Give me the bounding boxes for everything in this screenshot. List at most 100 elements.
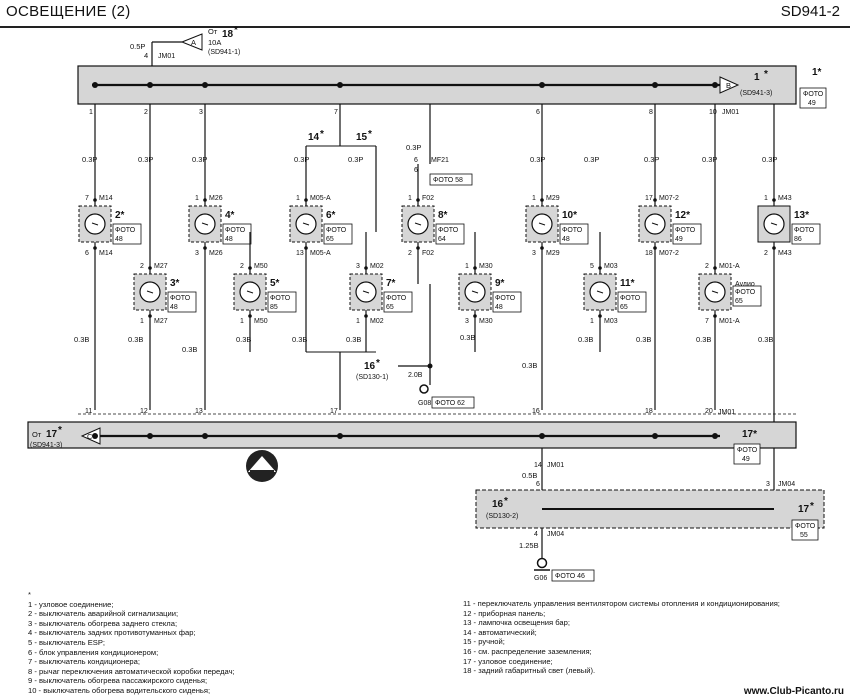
terminal-dot [416, 198, 420, 202]
pin-label: 1 [296, 195, 300, 202]
connector-label: M50 [254, 318, 268, 325]
terminal-dot [304, 246, 308, 250]
junction-dot [202, 433, 208, 439]
pin-label: 3 [532, 250, 536, 257]
legend-item: 13 - лампочка освещения бар; [463, 618, 570, 628]
connector-label: F02 [422, 195, 434, 202]
terminal-dot [473, 266, 477, 270]
terminal-dot [148, 266, 152, 270]
terminal-dot [653, 246, 657, 250]
terminal-dot [203, 246, 207, 250]
svg-text:G08: G08 [418, 400, 431, 407]
wire-label: 0.3B [636, 335, 651, 344]
pin-label: 1 [356, 318, 360, 325]
wire-label: 0.3B [346, 335, 361, 344]
wire-label: 0.3P [584, 155, 599, 164]
pin-label: 6 [536, 109, 540, 116]
pin-label: 7 [85, 195, 89, 202]
brand-logo [246, 450, 278, 482]
flag-b [719, 76, 740, 94]
splice-labels: 14* 15* MF21 6 6 ФОТО 58 [306, 104, 473, 410]
legend-item: 2 - выключатель аварийной сигнализации; [28, 609, 179, 619]
svg-text:От: От [32, 430, 42, 439]
component-ref: 5* [270, 278, 280, 289]
connector-label: M01-A [719, 263, 740, 270]
pin-label: 12 [140, 408, 148, 415]
wire-label: 0.3P [82, 155, 97, 164]
connector-label: M02 [370, 318, 384, 325]
svg-text:От: От [208, 27, 218, 36]
connector-label: M30 [479, 318, 493, 325]
header-rule [0, 26, 850, 28]
photo-box [222, 223, 252, 245]
connector-label: M14 [99, 250, 113, 257]
connector-label: M01-A [719, 318, 740, 325]
legend-item: 15 - ручной; [463, 637, 505, 647]
bus-bottom: C От 17 * (SD941-3) 17* ФОТО 49 JM01 [27, 409, 797, 465]
photo-box [167, 291, 197, 313]
photo-label: ФОТО [225, 227, 246, 234]
svg-text:15: 15 [356, 132, 368, 143]
component-ref: 9* [495, 278, 505, 289]
svg-text:JM01: JM01 [158, 53, 175, 60]
terminal-dot [540, 246, 544, 250]
svg-text:17: 17 [798, 504, 810, 515]
legend-item: 1 - узловое соединение; [28, 599, 114, 609]
wire-label: 0.3P [192, 155, 207, 164]
photo-box [672, 223, 702, 245]
junction-dot [652, 82, 658, 88]
connector-label: M05-A [310, 195, 331, 202]
legend-item: 3 - выключатель обогрева заднего стекла; [28, 618, 178, 628]
pin-label: 3 [356, 263, 360, 270]
pin-label: 16 [532, 408, 540, 415]
legend-item: 14 - автоматический; [463, 627, 537, 637]
svg-text:*: * [234, 25, 238, 36]
pin-label: 2 [408, 250, 412, 257]
legend-item: 8 - рычаг переключения автоматической ко… [28, 666, 235, 676]
wire-label: 0.3B [578, 335, 593, 344]
junction-dot [337, 433, 343, 439]
terminal-dot [364, 314, 368, 318]
pin-label: 1 [465, 263, 469, 270]
svg-text:(SD941-1): (SD941-1) [208, 49, 240, 56]
junction-dot [92, 433, 98, 439]
photo-label: ФОТО [270, 295, 291, 302]
svg-text:6: 6 [536, 481, 540, 488]
connector-label: M07-2 [659, 250, 679, 257]
flag-c [80, 427, 101, 445]
svg-text:1: 1 [754, 72, 760, 83]
photo-number: 65 [386, 304, 394, 311]
component-ref: 2* [115, 210, 125, 221]
photo-box [435, 223, 465, 245]
connector-label: M29 [546, 195, 560, 202]
connector-label: M30 [479, 263, 493, 270]
photo-number: 48 [170, 304, 178, 311]
svg-text:(SD941-3): (SD941-3) [30, 442, 62, 449]
terminal-dot [598, 266, 602, 270]
photo-label: ФОТО [386, 295, 407, 302]
legend-item: 5 - выключатель ESP; [28, 637, 106, 647]
legend-item: 9 - выключатель обогрева пассажирского с… [28, 676, 208, 686]
svg-text:ФОТО 58: ФОТО 58 [433, 177, 463, 184]
svg-text:ФОТО: ФОТО [737, 447, 758, 454]
wiring-diagram: A От 18 * 10A (SD941-1) 0.5P 4 JM01 B 1 … [27, 25, 827, 582]
svg-text:4: 4 [534, 531, 538, 538]
photo-label: ФОТО [675, 227, 696, 234]
wire-label: 0.3B [74, 335, 89, 344]
legend-item: 17 - узловое соединение; [463, 656, 553, 666]
svg-text:0.5B: 0.5B [522, 471, 537, 480]
diagram-code: SD941-2 [780, 3, 840, 20]
pin-label: 8 [649, 109, 653, 116]
wire-label: 0.3B [182, 345, 197, 354]
pin-label: 6 [85, 250, 89, 257]
photo-number: 48 [495, 304, 503, 311]
terminal-dot [248, 266, 252, 270]
